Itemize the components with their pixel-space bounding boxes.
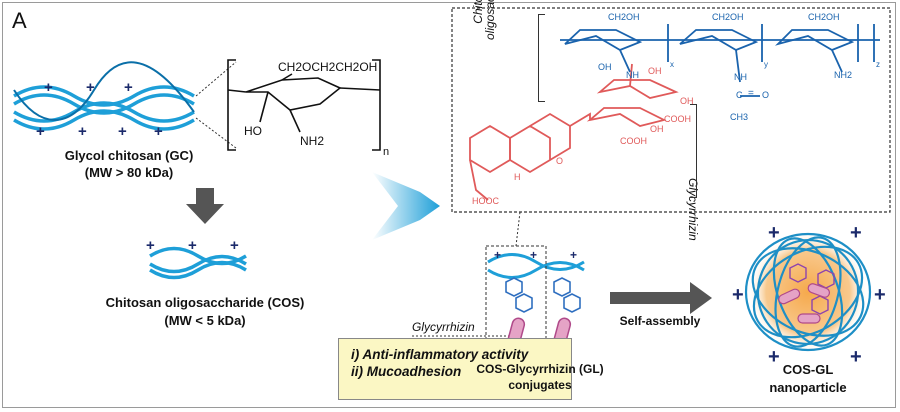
gc-charge-1: + xyxy=(44,79,53,96)
nh-label: NH xyxy=(626,70,639,80)
gc-charge-7: + xyxy=(154,123,163,140)
gc-charge-5: + xyxy=(78,123,87,140)
gc-oh: HO xyxy=(244,124,262,138)
glycyrrhizin-groups xyxy=(505,277,581,313)
nanoparticle-graphic xyxy=(744,232,872,352)
x-sub: x xyxy=(670,60,674,69)
c-label: C xyxy=(736,90,743,100)
gc-charge-6: + xyxy=(118,123,127,140)
transition-arrow xyxy=(372,172,440,240)
np-name-1: COS-GL xyxy=(782,362,834,377)
oh-red-1: OH xyxy=(648,66,662,76)
np-charge-4: + xyxy=(874,284,886,306)
ch2oh-2: CH2OH xyxy=(712,12,744,22)
nh-label-2: NH xyxy=(734,72,747,82)
np-charge-3: + xyxy=(732,284,744,306)
y-sub: y xyxy=(764,60,768,69)
conj-charge-3: + xyxy=(570,248,578,262)
bracket-cos xyxy=(538,14,545,102)
conj-charge-1: + xyxy=(494,248,502,262)
eq-label: = xyxy=(748,88,754,99)
np-charge-5: + xyxy=(768,346,780,368)
gc-charge-2: + xyxy=(86,79,95,96)
down-arrow xyxy=(186,188,224,224)
property-2: ii) Mucoadhesion xyxy=(351,364,462,379)
detail-box xyxy=(451,7,891,213)
ch2oh-3: CH2OH xyxy=(808,12,840,22)
nh2-label: NH2 xyxy=(834,70,853,80)
gc-name: Glycol chitosan (GC) xyxy=(64,148,194,163)
z-sub: z xyxy=(876,60,880,69)
cos-mw: (MW < 5 kDa) xyxy=(164,313,246,328)
cooh-1: COOH xyxy=(664,114,691,124)
cos-charge-1: + xyxy=(146,237,155,254)
gc-nh2: NH2 xyxy=(300,134,325,148)
conj-name-2: conjugates xyxy=(508,378,572,392)
np-charge-1: + xyxy=(768,222,780,244)
property-1: i) Anti-inflammatory activity xyxy=(351,347,529,362)
gc-side-chain: CH2OCH2CH2OH xyxy=(278,60,378,74)
cos-chain-structure xyxy=(560,24,880,97)
ch2oh-1: CH2OH xyxy=(608,12,640,22)
gc-n: n xyxy=(383,146,390,158)
o-label: O xyxy=(762,90,770,100)
panel-label: A xyxy=(12,8,27,33)
self-assembly-label: Self-assembly xyxy=(619,314,701,328)
cooh-2: COOH xyxy=(620,136,647,146)
np-name-2: nanoparticle xyxy=(769,380,847,395)
cos-charge-2: + xyxy=(188,237,197,254)
oh-red-3: OH xyxy=(650,124,664,134)
gc-mw: (MW > 80 kDa) xyxy=(84,165,174,180)
cos-name: Chitosan oligosaccharide (COS) xyxy=(105,295,305,310)
ch3-label: CH3 xyxy=(730,112,749,122)
gc-charge-3: + xyxy=(124,79,133,96)
chitosan-label-line2: oligosaccharide xyxy=(483,0,497,40)
conj-name-1: COS-Glycyrrhizin (GL) xyxy=(476,362,604,376)
bracket-glyc xyxy=(690,104,697,198)
chitosan-side-label: Chitosan oligosaccharide xyxy=(471,0,497,40)
np-charge-2: + xyxy=(850,222,862,244)
self-assembly-arrow xyxy=(610,282,712,314)
conj-glyc-label: Glycyrrhizin xyxy=(412,320,475,334)
figure-border xyxy=(2,2,896,408)
hooc-red: HOOC xyxy=(472,196,499,206)
oh-red-2: OH xyxy=(680,96,694,106)
o-red: O xyxy=(556,156,564,166)
gc-helix xyxy=(13,61,195,131)
conj-charge-2: + xyxy=(530,248,538,262)
oh-blue: OH xyxy=(598,62,612,72)
gc-charge-4: + xyxy=(36,123,45,140)
np-charge-6: + xyxy=(850,346,862,368)
h-red: H xyxy=(514,172,521,182)
conjugate-helices xyxy=(487,253,585,279)
cos-helix xyxy=(149,246,247,280)
gc-repeat-unit xyxy=(227,59,381,151)
glycyrrhizin-structure xyxy=(469,63,679,201)
properties-box: i) Anti-inflammatory activity ii) Mucoad… xyxy=(338,338,572,400)
cos-charge-3: + xyxy=(230,237,239,254)
